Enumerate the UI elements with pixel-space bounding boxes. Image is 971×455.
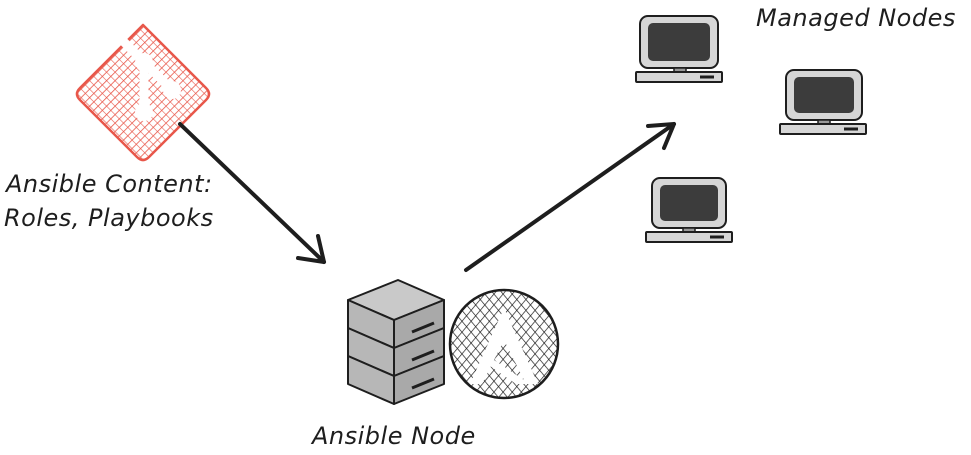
managed-node-monitor-3 xyxy=(645,177,733,243)
managed-node-monitor-2 xyxy=(779,69,867,135)
git-icon xyxy=(75,23,211,162)
ansible-content-label: Ansible Content: xyxy=(4,170,213,198)
managed-nodes-label: Managed Nodes xyxy=(756,4,956,32)
server-stack-icon xyxy=(347,279,445,405)
ansible-node-label: Ansible Node xyxy=(310,422,476,450)
control-to-managed-arrow xyxy=(464,122,676,272)
roles-playbooks-label: Roles, Playbooks xyxy=(4,204,214,232)
content-to-control-arrow xyxy=(178,122,326,264)
ansible-logo-icon xyxy=(448,288,560,400)
managed-node-monitor-1 xyxy=(635,15,723,83)
